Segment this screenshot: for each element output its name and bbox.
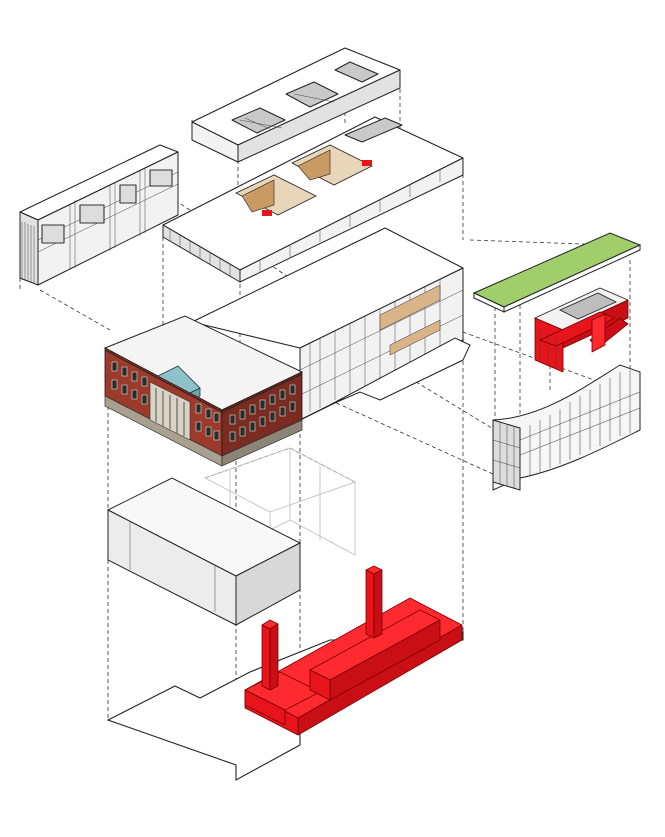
green-roof	[472, 232, 642, 313]
red-structure	[244, 565, 463, 736]
main-building	[103, 227, 471, 467]
left-facade-strip	[19, 144, 179, 286]
glass-floor-level	[162, 116, 464, 283]
grey-box	[106, 477, 302, 626]
perforated-facade	[492, 364, 641, 491]
roof-volumes	[191, 47, 401, 163]
stair-structure	[534, 287, 629, 373]
